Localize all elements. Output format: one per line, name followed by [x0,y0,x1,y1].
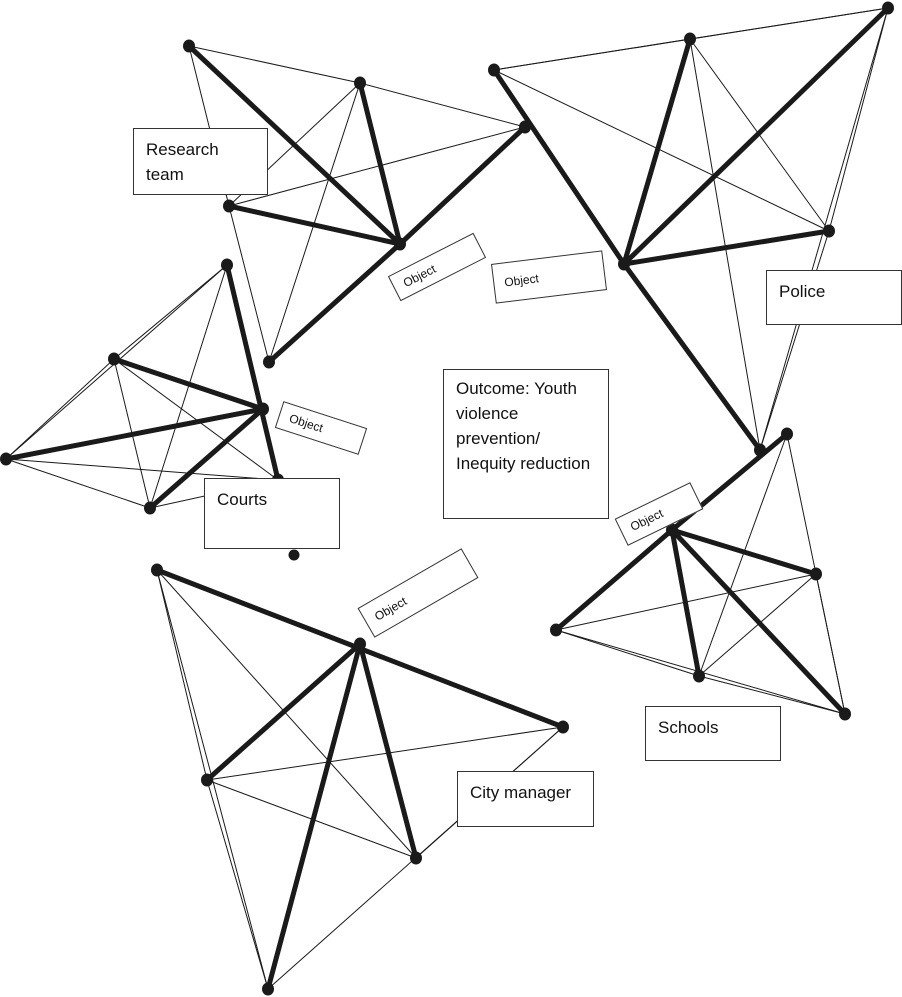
tie-line [357,80,403,247]
network-node [557,720,569,734]
tie-line [553,527,675,633]
cluster-label-schools: Schools [645,706,781,761]
network-node [410,851,422,865]
tie-line [206,726,564,781]
cluster-research-team [183,39,531,369]
tie-line [3,406,266,462]
tie-line [204,641,363,783]
tie-line [359,82,526,128]
tie-line [113,264,228,360]
network-node [201,773,213,787]
network-node [394,237,406,251]
tie-line [188,45,361,84]
tie-line [555,629,700,677]
network-node [823,224,835,238]
network-node [550,623,562,637]
tie-line [689,38,761,451]
network-node [144,501,156,515]
network-node [354,637,366,651]
cluster-label-courts: Courts [204,478,340,549]
tie-line [186,43,403,247]
tie-line [265,641,363,992]
network-node [666,523,678,537]
network-node [618,257,630,271]
network-node [108,352,120,366]
network-node [221,258,233,272]
cluster-label-research-team: Research team [133,128,268,195]
tie-line [669,527,819,577]
cluster-police [488,1,894,457]
network-node [839,707,851,721]
tie-line [621,261,763,453]
tie-line [228,205,270,363]
tie-line [621,228,832,267]
tie-line [815,573,846,715]
network-node [684,32,696,46]
cluster-label-police: Police [766,270,902,325]
tie-line [5,458,279,481]
tie-line [759,230,830,451]
network-node [151,563,163,577]
network-node [693,669,705,683]
network-node [0,452,12,466]
cluster-city-manager [151,563,569,996]
tie-line [828,7,889,232]
tie-line [669,527,848,717]
network-node [781,427,793,441]
tie-line [228,126,526,207]
tie-line [357,641,419,861]
tie-line [226,203,403,247]
network-node [882,1,894,15]
tie-line [621,36,693,267]
network-node [262,982,274,996]
tie-line [206,779,269,990]
tie-line [224,262,281,483]
network-node [488,63,500,77]
network-node [354,76,366,90]
network-node [223,199,235,213]
tie-line [111,356,266,412]
tie-line [156,569,417,859]
network-node [810,567,822,581]
tie-line [698,675,846,715]
tie-line [5,458,151,509]
tie-line [397,124,528,247]
tie-line [669,527,702,679]
network-node [263,355,275,369]
tie-line [621,5,891,267]
tie-line [156,569,208,781]
cluster-schools [550,427,851,721]
tie-line [266,241,403,365]
outcome-box: Outcome: Youth violence prevention/ Ineq… [443,369,609,519]
tie-line [493,69,830,232]
network-node [288,549,300,561]
cluster-label-city-manager: City manager [457,771,594,827]
tie-line [5,358,115,460]
network-node [183,39,195,53]
tie-line [698,433,788,677]
tie-line [491,67,627,267]
network-node [257,402,269,416]
tie-line [698,573,817,677]
cluster-courts [0,258,284,515]
tie-line [147,406,266,511]
